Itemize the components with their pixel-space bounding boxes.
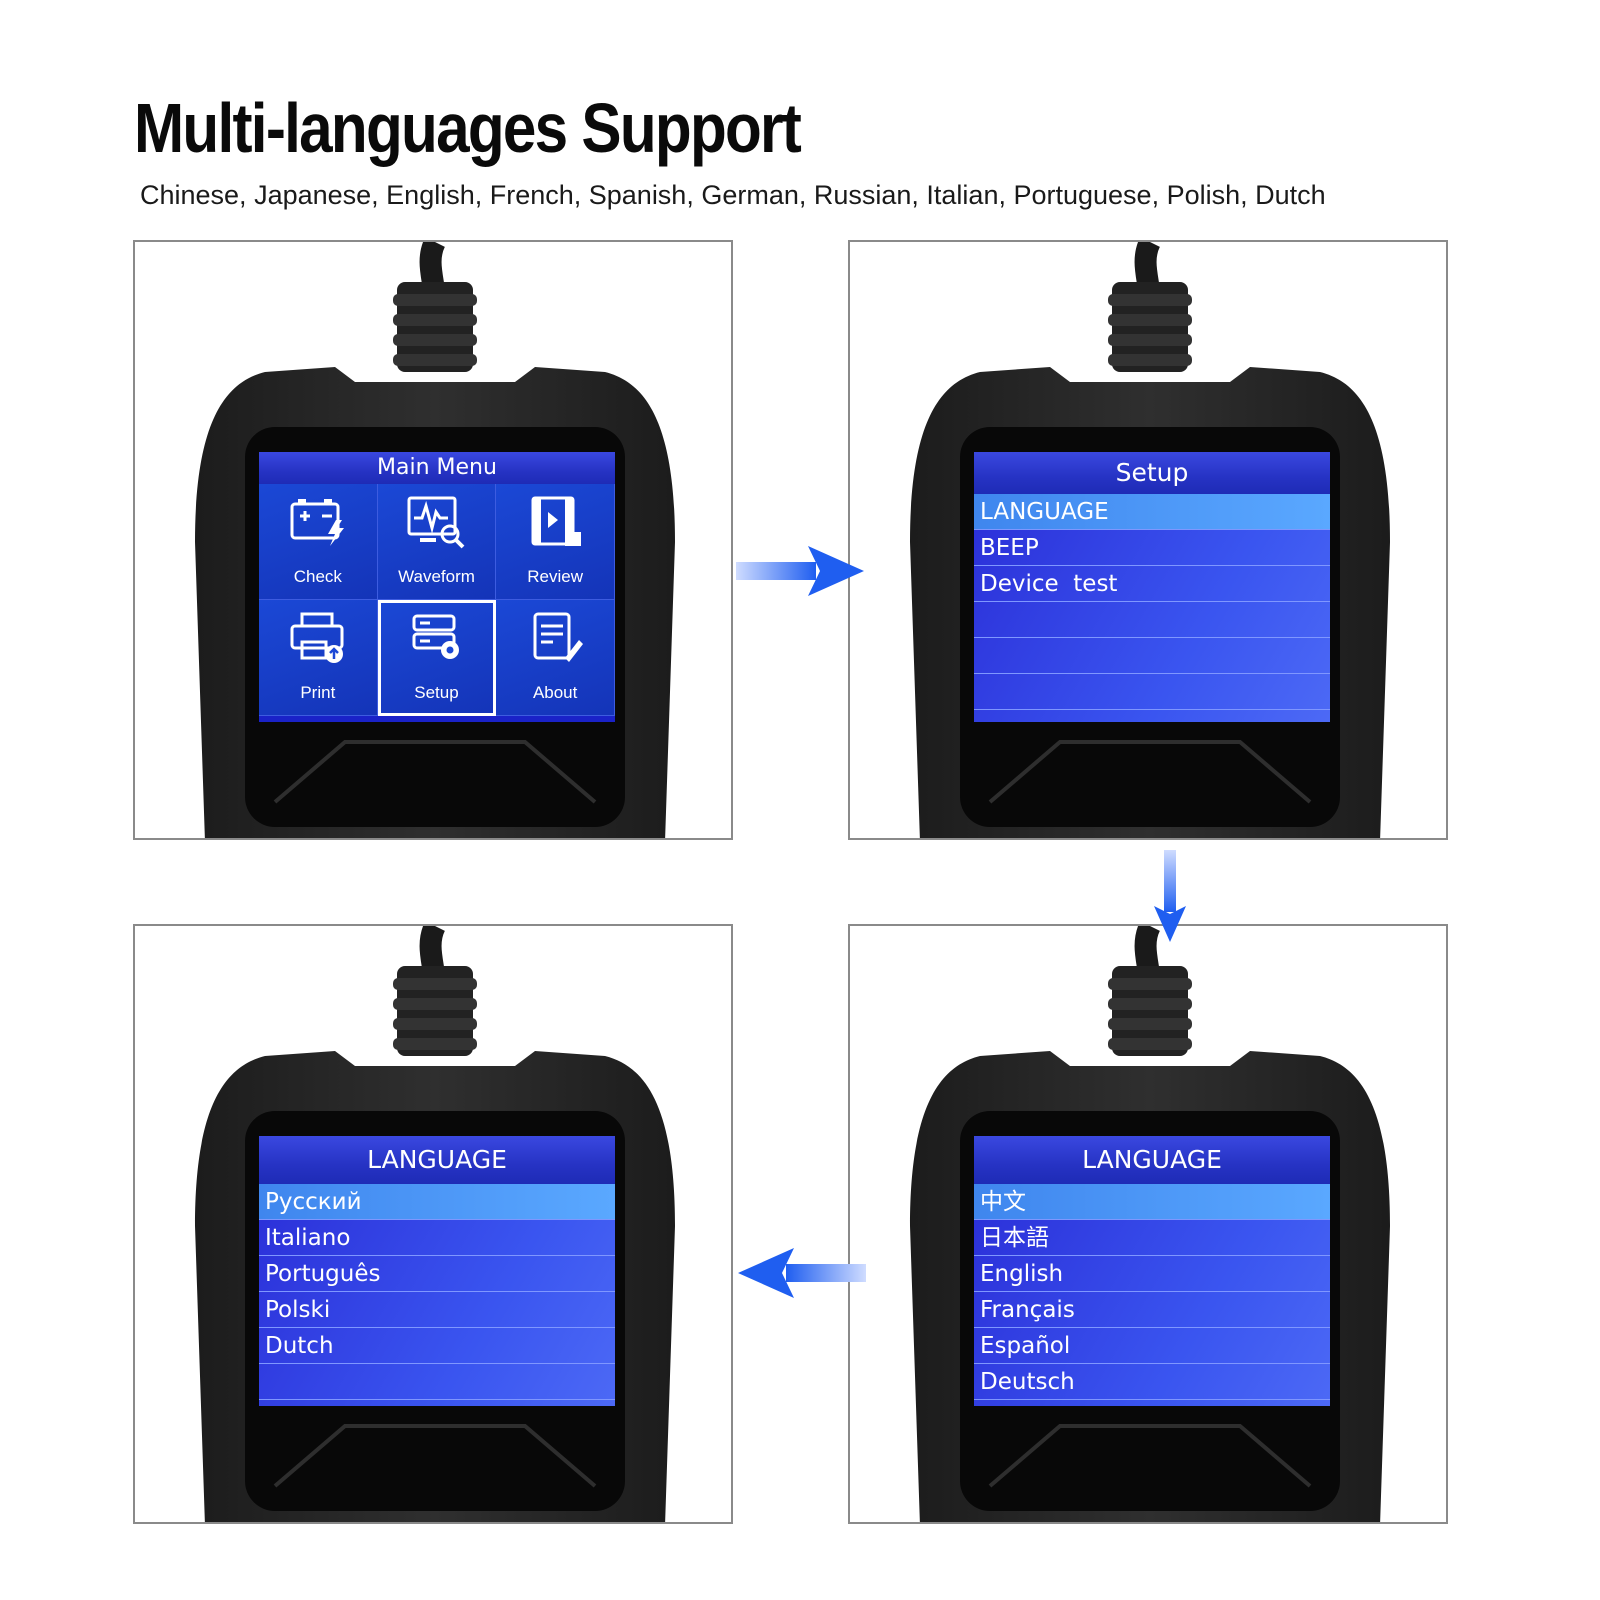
language-title: LANGUAGE [259, 1136, 615, 1184]
device-screen-main-menu: Main Menu Check Wavefor [259, 452, 615, 722]
setup-item-device-test[interactable]: Device test [974, 566, 1330, 602]
menu-tile-about[interactable]: About [496, 600, 615, 716]
setup-item-empty [974, 674, 1330, 710]
language-option-italian[interactable]: Italiano [259, 1220, 615, 1256]
setup-item-empty [974, 602, 1330, 638]
setup-title: Setup [974, 452, 1330, 494]
device-screen-language-1: LANGUAGE 中文 日本語 English Français Español… [974, 1136, 1330, 1406]
panel-setup: Setup LANGUAGE BEEP Device test [848, 240, 1448, 840]
battery-check-icon [290, 499, 344, 546]
printer-icon [290, 612, 344, 663]
setup-item-beep[interactable]: BEEP [974, 530, 1330, 566]
setup-item-empty [974, 638, 1330, 674]
panel-language-page-1: LANGUAGE 中文 日本語 English Français Español… [848, 924, 1448, 1524]
film-review-icon [531, 496, 582, 546]
menu-tile-print[interactable]: Print [259, 600, 378, 716]
language-option-empty [259, 1364, 615, 1400]
device-screen-language-2: LANGUAGE Русский Italiano Português Pols… [259, 1136, 615, 1406]
menu-tile-check[interactable]: Check [259, 484, 378, 600]
tile-label: Waveform [398, 567, 475, 586]
language-title: LANGUAGE [974, 1136, 1330, 1184]
language-option-japanese[interactable]: 日本語 [974, 1220, 1330, 1256]
language-option-french[interactable]: Français [974, 1292, 1330, 1328]
setup-list: LANGUAGE BEEP Device test [974, 494, 1330, 722]
language-option-spanish[interactable]: Español [974, 1328, 1330, 1364]
panel-language-page-2: LANGUAGE Русский Italiano Português Pols… [133, 924, 733, 1524]
language-option-portuguese[interactable]: Português [259, 1256, 615, 1292]
headline: Multi-languages Support [134, 89, 802, 167]
device-screen-setup: Setup LANGUAGE BEEP Device test [974, 452, 1330, 722]
tile-label: Review [527, 567, 584, 586]
menu-tile-setup[interactable]: Setup [377, 600, 497, 716]
tile-label: About [532, 683, 578, 702]
menu-tile-review[interactable]: Review [496, 484, 615, 600]
setup-item-language[interactable]: LANGUAGE [974, 494, 1330, 530]
settings-gear-icon [412, 614, 460, 659]
menu-tile-waveform[interactable]: Waveform [377, 484, 497, 600]
supported-languages-list: Chinese, Japanese, English, French, Span… [140, 180, 1326, 210]
main-menu-title: Main Menu [259, 452, 615, 484]
language-option-polish[interactable]: Polski [259, 1292, 615, 1328]
language-option-german[interactable]: Deutsch [974, 1364, 1330, 1400]
arrow-down-icon [1154, 850, 1186, 942]
language-list: Русский Italiano Português Polski Dutch [259, 1184, 615, 1406]
waveform-icon [407, 496, 465, 549]
arrow-right-icon [736, 546, 864, 596]
document-about-icon [533, 612, 584, 662]
language-option-russian[interactable]: Русский [259, 1184, 615, 1220]
language-option-chinese[interactable]: 中文 [974, 1184, 1330, 1220]
panel-main-menu: Main Menu Check Wavefor [133, 240, 733, 840]
arrow-left-icon [738, 1248, 866, 1298]
language-list: 中文 日本語 English Français Español Deutsch [974, 1184, 1330, 1406]
language-option-english[interactable]: English [974, 1256, 1330, 1292]
main-menu-grid: Check Waveform Review [259, 484, 615, 716]
tile-label: Setup [414, 683, 459, 702]
tile-label: Check [293, 567, 342, 586]
tile-label: Print [300, 683, 336, 702]
language-option-dutch[interactable]: Dutch [259, 1328, 615, 1364]
